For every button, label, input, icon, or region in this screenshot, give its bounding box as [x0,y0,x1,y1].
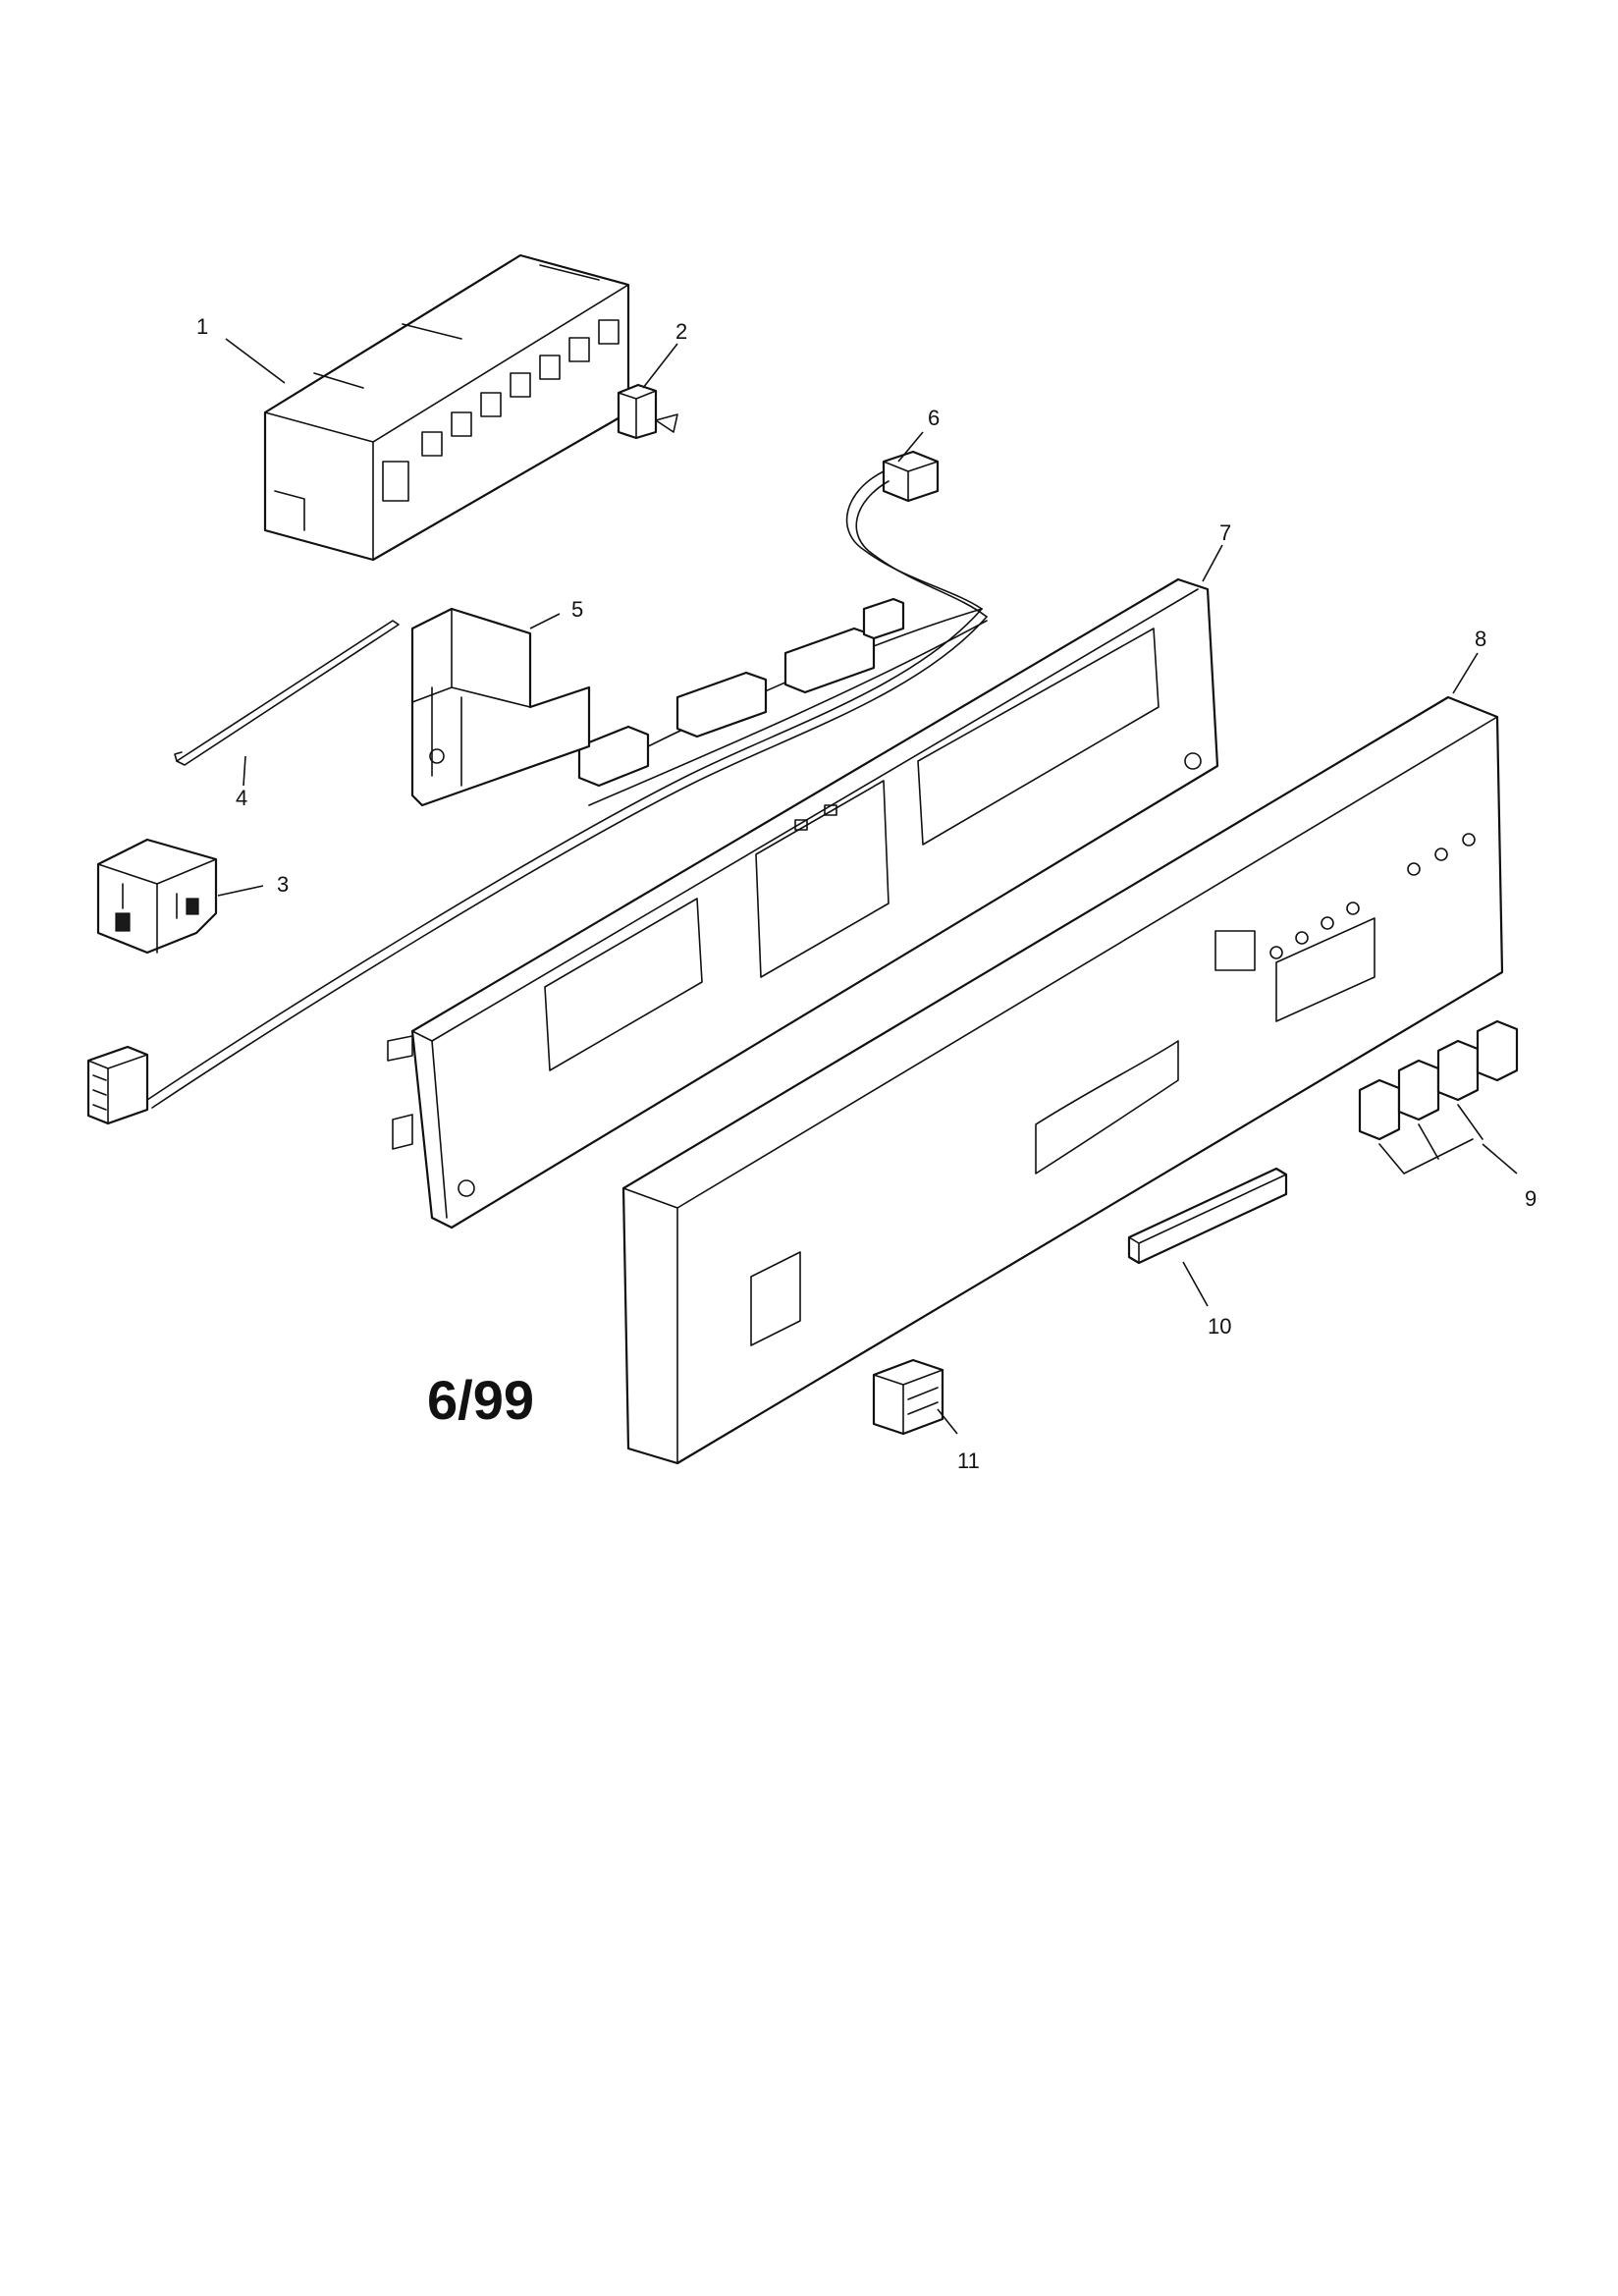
leader-4 [243,755,246,787]
part-3-switch [96,838,218,955]
callout-5: 5 [571,597,583,622]
callout-labels: 1 2 3 4 5 6 7 8 9 10 11 [196,314,1537,1473]
part-4-rod [174,620,400,766]
leader-3 [217,885,264,897]
part-2-clip [617,383,678,440]
callout-7: 7 [1219,520,1231,545]
leader-9 [1482,1143,1518,1175]
part-1-control-module [263,253,630,562]
part-8-front-fascia [621,695,1504,1465]
callout-1: 1 [196,314,208,339]
leader-8 [1452,652,1479,694]
part-11-cap [872,1358,944,1436]
leader-2 [642,343,678,389]
callout-9: 9 [1525,1186,1537,1211]
leader-lines [217,338,1518,1435]
leader-6 [897,431,924,463]
part-9-buttons [1358,1019,1519,1175]
leader-10 [1182,1261,1209,1307]
callout-8: 8 [1475,627,1486,651]
callout-10: 10 [1208,1314,1231,1339]
callout-4: 4 [236,786,247,810]
leader-7 [1202,544,1223,582]
part-10-handle-strip [1127,1167,1288,1265]
part-5-bracket [410,607,591,807]
callout-2: 2 [675,319,687,344]
leader-1 [225,338,286,384]
callout-6: 6 [928,406,940,430]
part-7-inner-panel [387,577,1219,1230]
date-mark: 6/99 [427,1369,534,1431]
leader-5 [529,613,561,629]
callout-3: 3 [277,872,289,897]
leader-11 [937,1408,958,1435]
callout-11: 11 [957,1449,980,1473]
part-6-wiring-harness [86,450,988,1125]
